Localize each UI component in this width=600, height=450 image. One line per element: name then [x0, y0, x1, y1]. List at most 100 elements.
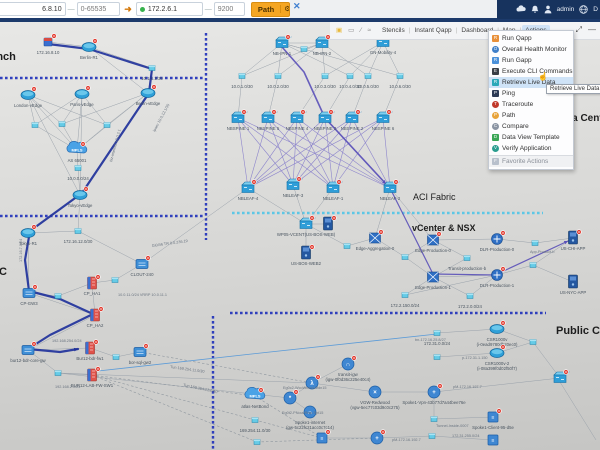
node-sm4[interactable]: [346, 73, 354, 79]
node-vgw[interactable]: ×: [368, 385, 382, 399]
node-svd[interactable]: [529, 262, 537, 268]
user-icon[interactable]: [544, 5, 552, 14]
node-ep1[interactable]: [427, 271, 439, 283]
cloud-icon[interactable]: [516, 5, 526, 13]
node-s_w1[interactable]: [31, 122, 39, 128]
username-label[interactable]: admin: [556, 5, 575, 13]
node-web1[interactable]: [323, 215, 337, 231]
node-sp1[interactable]: [231, 109, 248, 123]
node-web2[interactable]: [301, 244, 315, 260]
node-svf[interactable]: [466, 293, 474, 299]
node-sm3[interactable]: [321, 73, 329, 79]
polyline-tool-icon[interactable]: ≈: [367, 26, 371, 34]
node-r_tok[interactable]: [72, 186, 89, 200]
node-sp4[interactable]: [290, 109, 307, 123]
node-gw2[interactable]: *: [283, 389, 299, 405]
node-igw[interactable]: ∩: [341, 355, 357, 371]
node-lf1[interactable]: [326, 179, 343, 193]
node-wp05[interactable]: [299, 215, 316, 229]
node-sva[interactable]: [531, 240, 539, 246]
node-t1[interactable]: [251, 417, 259, 423]
node-s_c2[interactable]: [54, 293, 62, 299]
node-r_par[interactable]: [74, 85, 91, 99]
node-sp6[interactable]: [376, 109, 393, 123]
node-pc1[interactable]: [433, 330, 441, 336]
node-sm2[interactable]: [274, 73, 282, 79]
node-s_t1[interactable]: [74, 228, 82, 234]
node-eagg[interactable]: [369, 229, 384, 244]
node-vpn1[interactable]: +: [427, 383, 443, 399]
node-sq3[interactable]: ≡: [316, 429, 331, 444]
node-sp3[interactable]: [318, 109, 335, 123]
node-csr2[interactable]: [489, 344, 506, 358]
domain-label-partial[interactable]: D: [593, 5, 598, 13]
node-r_berlin[interactable]: [81, 38, 98, 52]
globe-icon[interactable]: [579, 5, 588, 14]
node-dlr1[interactable]: [491, 266, 506, 281]
source-ip-field[interactable]: 6.8.10: [0, 2, 66, 16]
node-svc[interactable]: [463, 255, 471, 261]
node-svb[interactable]: [401, 254, 409, 260]
note-tool-icon[interactable]: ▣: [336, 27, 343, 34]
node-labfw[interactable]: [87, 366, 101, 382]
node-s_w3[interactable]: [103, 122, 111, 128]
node-mpls1[interactable]: MPLS: [66, 141, 88, 154]
node-burgw[interactable]: [21, 341, 37, 355]
node-sm5[interactable]: [364, 73, 372, 79]
node-gw1[interactable]: λ: [305, 374, 321, 390]
node-pcsw[interactable]: [553, 369, 570, 383]
node-dlr0[interactable]: [491, 230, 506, 245]
node-csr1[interactable]: [489, 320, 506, 334]
menu-item-dashboard[interactable]: Dashboard: [461, 26, 494, 34]
path-run-button[interactable]: Path ⚙: [250, 1, 290, 17]
node-atlas[interactable]: MPLS: [244, 387, 266, 400]
destination-ip-field[interactable]: 172.2.6.1: [135, 2, 203, 16]
node-dm2[interactable]: [428, 433, 436, 439]
minimize-icon[interactable]: —: [588, 25, 596, 34]
node-s_w4[interactable]: [74, 165, 82, 171]
node-lf4[interactable]: [241, 179, 258, 193]
node-burfw1[interactable]: [85, 339, 99, 355]
path-options-gear-icon[interactable]: ⚙: [280, 5, 289, 13]
node-chi[interactable]: [568, 229, 582, 245]
node-sve[interactable]: [401, 292, 409, 298]
node-lf3[interactable]: [286, 176, 303, 190]
bell-icon[interactable]: [531, 5, 539, 14]
node-sp2[interactable]: [345, 109, 362, 123]
menu-item-instant-qapp[interactable]: Instant Qapp: [414, 26, 452, 34]
node-s_w2[interactable]: [58, 121, 66, 127]
close-pathbar-icon[interactable]: ✕: [293, 1, 301, 11]
node-cpha1[interactable]: [87, 274, 101, 290]
node-r_tr1[interactable]: [20, 224, 37, 238]
source-port-field[interactable]: 0-65535: [76, 2, 121, 16]
node-cpha2[interactable]: [90, 306, 104, 322]
menu-item-stencils[interactable]: Stencils: [381, 26, 405, 34]
fullscreen-icon[interactable]: ⤢: [575, 25, 582, 34]
node-sm0[interactable]: [300, 46, 308, 52]
node-pc2[interactable]: [529, 339, 537, 345]
node-lf2[interactable]: [383, 179, 400, 193]
node-sm6[interactable]: [396, 73, 404, 79]
node-cpgw3[interactable]: [22, 284, 38, 298]
node-sq2[interactable]: ≡: [487, 434, 499, 446]
node-sqlgw2[interactable]: [133, 343, 149, 357]
node-clout[interactable]: [135, 255, 151, 269]
node-ipn2[interactable]: [315, 34, 332, 48]
node-svn1[interactable]: [343, 243, 351, 249]
node-s_c1[interactable]: [111, 277, 119, 283]
shape-tool-icon[interactable]: ▭: [348, 27, 355, 34]
node-ipn1[interactable]: [275, 34, 292, 48]
node-s_b1[interactable]: [148, 65, 156, 71]
node-gw3[interactable]: ∩: [303, 405, 317, 419]
node-sq1[interactable]: ≡: [487, 408, 502, 423]
node-ep0[interactable]: [427, 231, 442, 246]
